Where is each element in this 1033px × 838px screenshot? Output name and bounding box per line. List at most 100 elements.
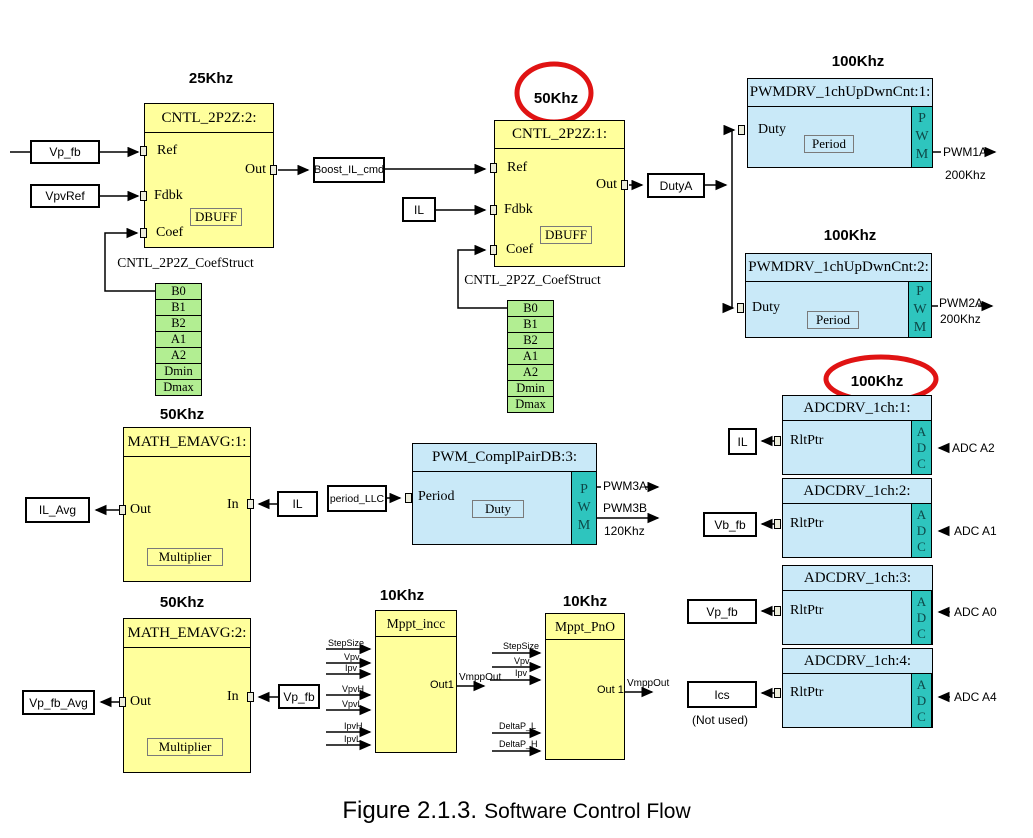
band-letter: C <box>917 455 926 471</box>
cntl2-fdbk-label: Fdbk <box>154 188 183 203</box>
cntl2-fdbk-port <box>140 191 147 201</box>
math2-in-port <box>247 692 254 702</box>
freq-label-math2: 50Khz <box>159 594 205 611</box>
cntl1-coef-port <box>490 245 497 255</box>
cntl2-coef-label: Coef <box>156 225 184 240</box>
coef-row: B1 <box>155 300 202 316</box>
pwm2a-label: PWM2A <box>939 296 984 310</box>
math1-in-label: In <box>227 497 239 512</box>
adc3-rltptr-port <box>774 606 781 616</box>
math2-in-label: In <box>227 689 239 704</box>
cntl2-out-port <box>270 165 277 175</box>
coef-row: A2 <box>155 348 202 364</box>
pwm2a-freq-label: 200Khz <box>940 312 981 326</box>
adc2-rltptr-label: RltPtr <box>790 516 824 531</box>
math1-in-port <box>247 499 254 509</box>
cntl-2p2z-1-title: CNTL_2P2Z:1: <box>495 121 624 149</box>
mppt-incc-input-stepsize: StepSize <box>328 638 365 648</box>
math2-multiplier-box: Multiplier <box>147 738 223 756</box>
band-letter: P <box>918 111 926 126</box>
band-letter: D <box>916 439 927 455</box>
cntl2-coef-stack: B0 B1 B2 A1 A2 Dmin Dmax <box>155 283 202 396</box>
band-letter: W <box>577 500 591 515</box>
adcdrv-4-title: ADCDRV_1ch:4: <box>783 649 932 674</box>
band-letter: M <box>913 319 927 335</box>
cntl2-ref-port <box>140 146 147 156</box>
pwmdrv2-duty-port <box>737 303 744 313</box>
math-emavg-2-title: MATH_EMAVG:2: <box>124 619 250 648</box>
il-avg-box: IL_Avg <box>25 497 90 523</box>
vb-fb-box: Vb_fb <box>703 512 757 537</box>
not-used-label: (Not used) <box>692 713 749 727</box>
pwm-complpairdb-block: PWM_ComplPairDB:3: <box>412 443 597 545</box>
mppt-pno-input-ipv: Ipv <box>515 668 528 678</box>
band-letter: P <box>580 482 588 497</box>
coef-row: B0 <box>507 301 554 317</box>
math-emavg-2-block: MATH_EMAVG:2: <box>123 618 251 773</box>
coef-row: B0 <box>155 284 202 300</box>
adc-a1-label: ADC A1 <box>954 524 997 538</box>
pwmdrv-1-block: PWMDRV_1chUpDwnCnt:1: <box>747 78 933 168</box>
pwmpair-period-port <box>405 493 412 503</box>
vp-fb-box: Vp_fb <box>30 140 100 164</box>
math-emavg-1-block: MATH_EMAVG:1: <box>123 427 251 582</box>
coef-row: Dmin <box>155 364 202 380</box>
mppt-incc-input-ipv: Ipv <box>345 663 358 673</box>
adc1-rltptr-label: RltPtr <box>790 433 824 448</box>
pwmdrv1-duty-label: Duty <box>758 122 786 137</box>
mppt-pno-input-stepsize: StepSize <box>503 641 540 651</box>
math1-out-port <box>119 505 126 515</box>
pwm1a-label: PWM1A <box>943 145 988 159</box>
mppt-incc-title: Mppt_incc <box>376 611 456 637</box>
freq-label-pwmdrv1: 100Khz <box>831 53 885 70</box>
adcdrv-3-block: ADCDRV_1ch:3: <box>782 565 933 645</box>
band-letter: D <box>916 609 927 625</box>
math2-out-label: Out <box>130 694 151 709</box>
freq-label-pwmdrv2: 100Khz <box>823 227 877 244</box>
cntl-2p2z-2-title: CNTL_2P2Z:2: <box>145 104 273 133</box>
pwmdrv1-period-box: Period <box>804 135 854 153</box>
dutya-box: DutyA <box>647 173 705 198</box>
mppt-pno-block: Mppt_PnO <box>545 613 625 760</box>
pwm3-freq-label: 120Khz <box>604 524 645 538</box>
band-letter: D <box>916 692 927 708</box>
il-box-cntl1: IL <box>402 197 436 222</box>
math1-multiplier-box: Multiplier <box>147 548 223 566</box>
adcdrv-1-block: ADCDRV_1ch:1: <box>782 395 932 475</box>
band-letter: M <box>577 518 591 533</box>
cntl2-coefstruct-label: CNTL_2P2Z_CoefStruct <box>117 255 254 270</box>
coef-row: A1 <box>155 332 202 348</box>
band-letter: A <box>916 506 927 522</box>
pwm1a-freq-label: 200Khz <box>945 168 986 182</box>
adc-a2-label: ADC A2 <box>952 441 995 455</box>
mppt-pno-vmppout-label: VmppOut <box>627 678 670 689</box>
band-letter: C <box>917 538 926 554</box>
freq-label-mppt-incc: 10Khz <box>379 587 425 604</box>
cntl1-coef-stack: B0 B1 B2 A1 A2 Dmin Dmax <box>507 300 554 413</box>
math2-out-port <box>119 697 126 707</box>
pwmdrv2-period-box: Period <box>807 311 859 329</box>
math1-out-label: Out <box>130 502 151 517</box>
coef-row: Dmax <box>507 397 554 413</box>
adcdrv-2-block: ADCDRV_1ch:2: <box>782 478 932 558</box>
il-box-adc: IL <box>728 428 757 455</box>
cntl1-coefstruct-label: CNTL_2P2Z_CoefStruct <box>464 272 601 287</box>
cntl1-fdbk-label: Fdbk <box>504 202 533 217</box>
coef-row: B2 <box>507 333 554 349</box>
adc3-rltptr-label: RltPtr <box>790 603 824 618</box>
mppt-incc-input-vpvh: VpvH <box>342 684 365 694</box>
band-letter: A <box>916 423 927 439</box>
coef-row: B1 <box>507 317 554 333</box>
pwm3a-label: PWM3A <box>603 479 648 493</box>
pwm3b-label: PWM3B <box>603 501 648 515</box>
pwmdrv-2-block: PWMDRV_1chUpDwnCnt:2: <box>745 253 932 338</box>
adc2-rltptr-port <box>774 519 781 529</box>
mppt-pno-input-vpv: Vpv <box>514 656 530 666</box>
mppt-incc-input-vpv: Vpv <box>344 652 360 662</box>
mppt-incc-block: Mppt_incc <box>375 610 457 753</box>
